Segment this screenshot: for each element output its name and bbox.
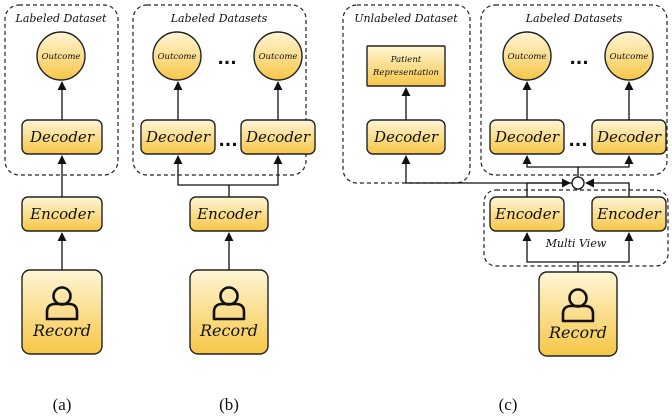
outcome-label: Outcome <box>42 52 81 62</box>
decoder-label-1: Decoder <box>494 128 560 146</box>
panel-a: Labeled Dataset Outcome Decoder Encoder … <box>4 4 119 414</box>
ellipsis-mid: ... <box>568 131 587 151</box>
outcome-label-1: Outcome <box>158 52 197 62</box>
multi-view-label: Multi View <box>545 237 607 250</box>
record-node <box>538 271 618 357</box>
labeled-datasets-group <box>132 4 307 176</box>
multi-view-group <box>483 189 669 267</box>
encoder-label: Encoder <box>29 205 95 223</box>
outcome-node-1 <box>502 31 552 81</box>
outcome-node <box>36 31 86 81</box>
unlabeled-decoder-label: Decoder <box>373 128 439 146</box>
decoder-label: Decoder <box>29 128 95 146</box>
encoder-label-1: Encoder <box>494 205 560 223</box>
panel-c: Unlabeled Dataset Patient Representation… <box>342 4 669 414</box>
patient-representation-node <box>366 45 446 87</box>
unlabeled-dataset-group <box>342 4 471 184</box>
caption-a: (a) <box>53 395 72 414</box>
ellipsis-top: ... <box>569 49 588 69</box>
edge-aggregate-unlabeled-decoder <box>401 155 572 184</box>
aggregation-node <box>571 176 585 190</box>
edge-record-encoder-2 <box>578 232 634 263</box>
outcome-label-1: Outcome <box>508 52 547 62</box>
encoder-label-2: Encoder <box>596 205 662 223</box>
decoder-label-1: Decoder <box>145 128 211 146</box>
outcome-label-2: Outcome <box>610 52 649 62</box>
edge-encoder-decoder-1 <box>178 156 230 197</box>
record-label: Record <box>32 321 91 340</box>
outcome-node-2 <box>253 31 303 81</box>
decoder-label-2: Decoder <box>245 128 311 146</box>
decoder-label-2: Decoder <box>596 128 662 146</box>
edge-record-encoder-1 <box>522 232 579 272</box>
group-title: Labeled Datasets <box>170 12 268 25</box>
labeled-title: Labeled Datasets <box>525 12 623 25</box>
ellipsis-mid: ... <box>218 131 237 151</box>
labeled-datasets-group <box>480 4 668 176</box>
patient-rep-line1: Patient <box>390 55 422 65</box>
outcome-label-2: Outcome <box>259 52 298 62</box>
panel-b: Labeled Datasets Outcome Outcome ... Dec… <box>132 4 316 414</box>
patient-rep-line2: Representation <box>372 68 439 78</box>
group-title: Labeled Dataset <box>15 12 107 25</box>
caption-c: (c) <box>499 395 518 414</box>
outcome-node-2 <box>604 31 654 81</box>
ellipsis-top: ... <box>217 49 236 69</box>
edge-encoder-decoder-2 <box>229 155 283 186</box>
labeled-dataset-group <box>4 4 119 176</box>
encoder-label: Encoder <box>196 205 262 223</box>
record-label: Record <box>548 323 607 342</box>
caption-b: (b) <box>219 395 239 414</box>
edge-aggregate-decoder-1 <box>522 155 578 168</box>
unlabeled-title: Unlabeled Dataset <box>354 12 458 25</box>
outcome-node-1 <box>152 31 202 81</box>
edge-encoder2-aggregate <box>585 178 630 197</box>
edge-aggregate-decoder-2 <box>578 155 634 168</box>
record-label: Record <box>199 321 258 340</box>
record-node <box>21 269 103 355</box>
record-node <box>189 269 269 355</box>
